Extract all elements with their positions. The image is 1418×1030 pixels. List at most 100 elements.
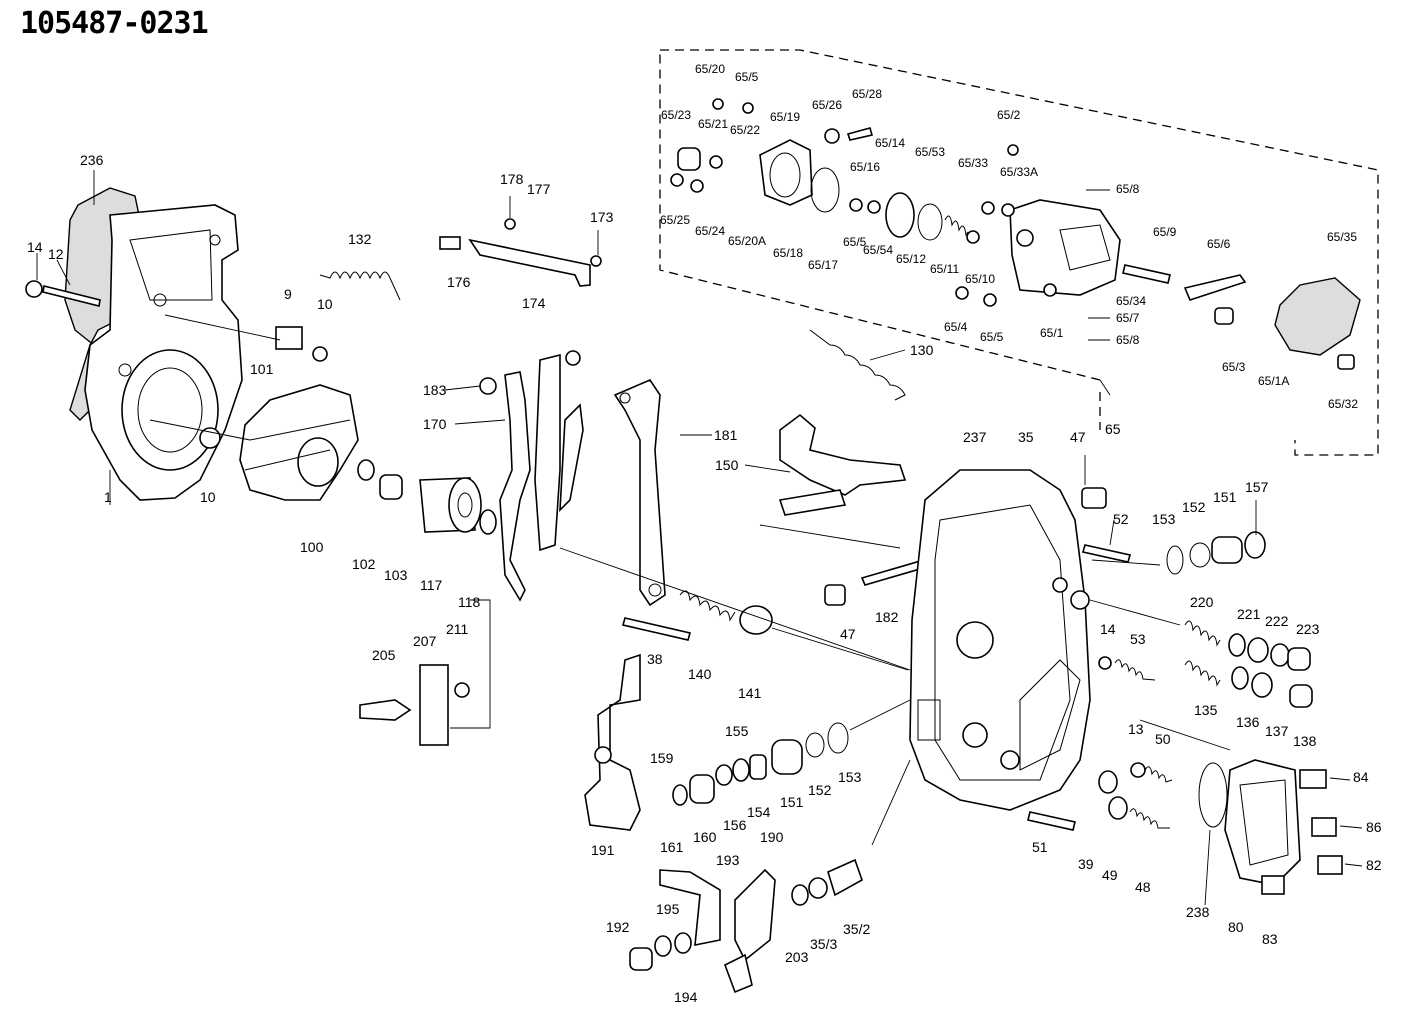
part-label-207: 207 bbox=[413, 633, 437, 649]
part-label-35: 35 bbox=[1018, 429, 1034, 445]
part-label-65-11: 65/11 bbox=[930, 262, 960, 276]
part-label-50: 50 bbox=[1155, 731, 1171, 747]
part-label-65-7: 65/7 bbox=[1116, 311, 1140, 325]
part-label-65-4: 65/4 bbox=[944, 320, 968, 334]
part-label-83: 83 bbox=[1262, 931, 1278, 947]
part-label-65-53: 65/53 bbox=[915, 145, 946, 159]
part-label-173: 173 bbox=[590, 209, 614, 225]
part-label-65-17: 65/17 bbox=[808, 258, 839, 272]
diagram-title: 105487-0231 bbox=[20, 6, 209, 41]
part-label-65-33a: 65/33A bbox=[1000, 165, 1039, 179]
fitting-190 bbox=[724, 953, 753, 994]
washer-222b bbox=[1270, 643, 1290, 667]
part-label-151: 151 bbox=[780, 794, 804, 810]
part-label-65-20a: 65/20A bbox=[728, 234, 767, 248]
washer-35-3 bbox=[808, 877, 828, 899]
lever-170 bbox=[479, 350, 584, 602]
part-label-65-21: 65/21 bbox=[698, 117, 729, 131]
screw-220 bbox=[1184, 620, 1221, 647]
pump-housing-35 bbox=[909, 469, 1091, 811]
part-label-154: 154 bbox=[747, 804, 771, 820]
part-label-170: 170 bbox=[423, 416, 447, 432]
part-label-221: 221 bbox=[1237, 606, 1261, 622]
washer-203 bbox=[791, 884, 809, 906]
washer-14b bbox=[1098, 656, 1112, 670]
o-ring-152 bbox=[1189, 542, 1211, 568]
part-label-130: 130 bbox=[910, 342, 934, 358]
nut-137 bbox=[1251, 672, 1273, 698]
part-label-65-25: 65/25 bbox=[660, 213, 691, 227]
lever-174 bbox=[439, 218, 602, 287]
part-label-138: 138 bbox=[1293, 733, 1317, 749]
part-label-47: 47 bbox=[840, 626, 856, 642]
part-label-65-28: 65/28 bbox=[852, 87, 883, 101]
screw-135 bbox=[1184, 660, 1221, 687]
clip-153 bbox=[1166, 545, 1184, 575]
sleeve-151 bbox=[1211, 536, 1243, 564]
bolt-82 bbox=[1317, 855, 1343, 875]
part-label-194: 194 bbox=[674, 989, 698, 1005]
bolt-52 bbox=[1081, 544, 1132, 563]
part-label-65-2: 65/2 bbox=[997, 108, 1021, 122]
washer-221 bbox=[1228, 633, 1246, 657]
part-label-65-33: 65/33 bbox=[958, 156, 989, 170]
nut-10 bbox=[312, 346, 328, 362]
part-label-177: 177 bbox=[527, 181, 551, 197]
nut-222 bbox=[1247, 637, 1269, 663]
linkage-205-207 bbox=[359, 664, 470, 746]
sleeve-160 bbox=[689, 774, 715, 804]
part-label-181: 181 bbox=[714, 427, 738, 443]
washer-156 bbox=[715, 764, 733, 786]
part-label-132: 132 bbox=[348, 231, 372, 247]
part-label-161: 161 bbox=[660, 839, 684, 855]
part-label-192: 192 bbox=[606, 919, 630, 935]
part-label-190: 190 bbox=[760, 829, 784, 845]
part-label-102: 102 bbox=[352, 556, 376, 572]
washer-161 bbox=[672, 784, 688, 806]
bolt-47-top bbox=[1081, 487, 1107, 509]
lever-181 bbox=[613, 379, 666, 607]
spring-132 bbox=[319, 271, 401, 301]
cap-138 bbox=[1289, 684, 1313, 708]
part-label-151: 151 bbox=[1213, 489, 1237, 505]
nut-192 bbox=[629, 947, 653, 971]
lever-190-193 bbox=[659, 868, 776, 962]
washer-49 bbox=[1108, 796, 1128, 820]
lever-150 bbox=[778, 413, 907, 516]
cap-223 bbox=[1287, 647, 1311, 671]
bolt-47 bbox=[824, 584, 846, 606]
part-label-49: 49 bbox=[1102, 867, 1118, 883]
part-label-12: 12 bbox=[48, 246, 64, 262]
part-label-35-3: 35/3 bbox=[810, 936, 838, 952]
part-label-203: 203 bbox=[785, 949, 809, 965]
part-label-65-24: 65/24 bbox=[695, 224, 726, 238]
part-label-39: 39 bbox=[1078, 856, 1094, 872]
part-label-65-32: 65/32 bbox=[1328, 397, 1359, 411]
part-label-65-26: 65/26 bbox=[812, 98, 843, 112]
part-label-176: 176 bbox=[447, 274, 471, 290]
cap-157 bbox=[1244, 531, 1266, 559]
spring-140 bbox=[679, 590, 736, 622]
screw-48 bbox=[1129, 808, 1170, 829]
part-label-140: 140 bbox=[688, 666, 712, 682]
part-label-137: 137 bbox=[1265, 723, 1289, 739]
part-label-65-22: 65/22 bbox=[730, 123, 761, 137]
flyweight-100 bbox=[239, 384, 359, 501]
part-label-14: 14 bbox=[1100, 621, 1116, 637]
part-label-65-54: 65/54 bbox=[863, 243, 894, 257]
subassembly-65-parts bbox=[670, 98, 1361, 370]
sleeve-103 bbox=[379, 474, 403, 500]
bolt-83 bbox=[1261, 875, 1285, 895]
part-label-65-3: 65/3 bbox=[1222, 360, 1246, 374]
part-label-178: 178 bbox=[500, 171, 524, 187]
part-label-156: 156 bbox=[723, 817, 747, 833]
bolt-38 bbox=[621, 617, 692, 641]
part-label-153: 153 bbox=[838, 769, 862, 785]
part-label-65-8: 65/8 bbox=[1116, 182, 1140, 196]
spring-130 bbox=[809, 329, 906, 401]
part-label-223: 223 bbox=[1296, 621, 1320, 637]
clip-153b bbox=[827, 722, 849, 754]
part-label-65-8: 65/8 bbox=[1116, 333, 1140, 347]
governor-housing bbox=[64, 187, 243, 501]
part-label-65-20: 65/20 bbox=[695, 62, 726, 76]
